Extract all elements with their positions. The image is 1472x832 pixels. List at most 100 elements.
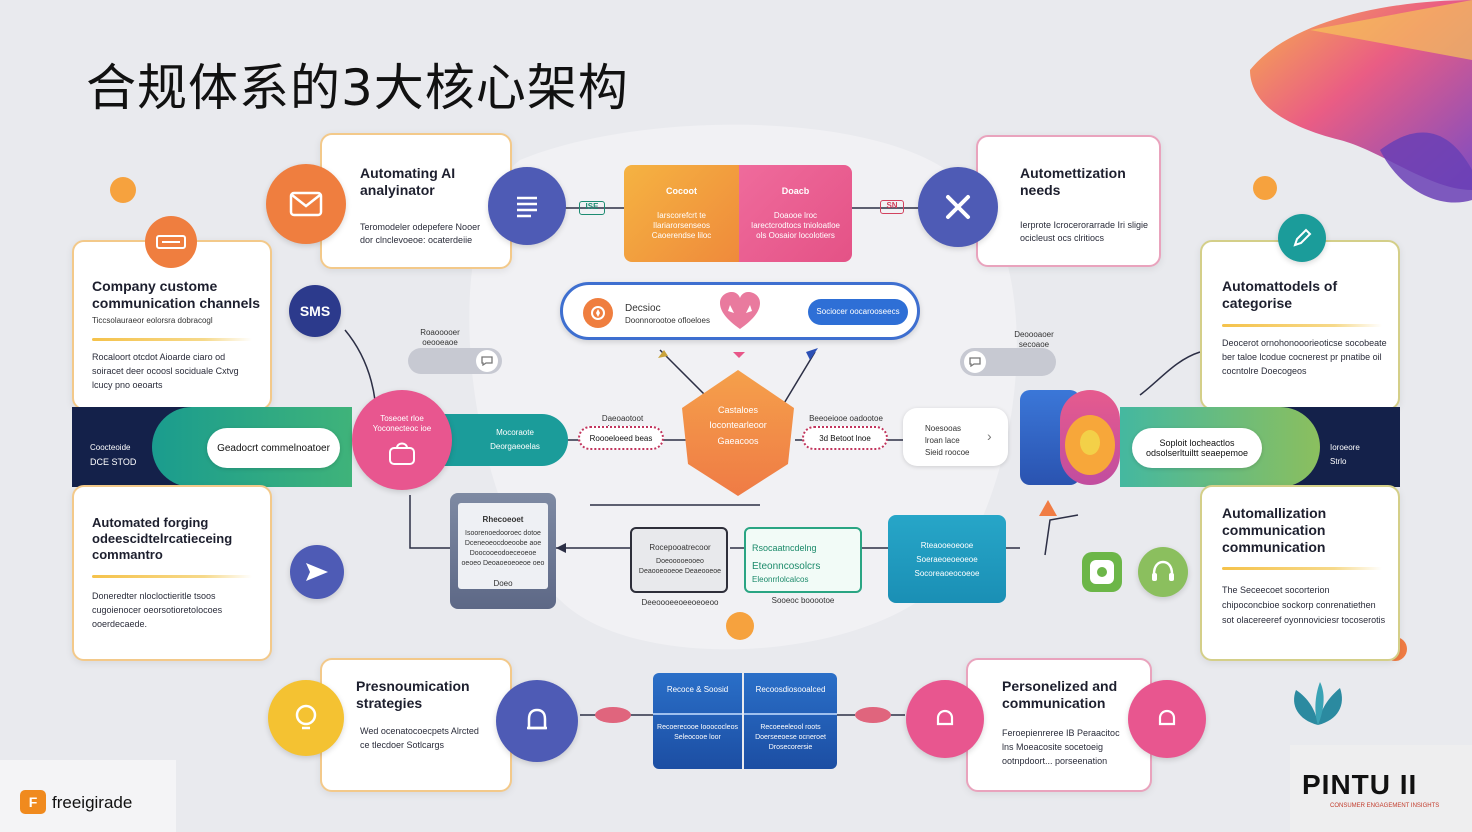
brand-right: PINTU II CONSUMER ENGAGEMENT INSIGHTS — [1290, 745, 1472, 832]
mail-icon[interactable] — [266, 164, 346, 244]
left-band-pill[interactable]: Geadocrt commelnoatoer — [207, 428, 340, 468]
blue-card: Rteaooeoeooe Soeraeoeoeoeoe Socoreaoeoco… — [888, 515, 1006, 603]
top-center-left-title: Cocoot — [666, 186, 697, 196]
blue-card-line-2: Soeraeoeoeoeoe — [916, 555, 978, 564]
grey-box: Rocepooatrecoor Doeooooeooeo Deaooeooeoe… — [630, 527, 728, 593]
teal-pill-line-2: Deorgaeoelas — [490, 442, 540, 451]
brand-right-sub: CONSUMER ENGAGEMENT INSIGHTS — [1330, 803, 1440, 809]
right-white-line-3: Sieid roocoe — [925, 448, 970, 457]
heart-icon — [720, 292, 760, 329]
left-card-subtitle: Ticcsolauraeor eolorsra dobracogl — [92, 316, 213, 325]
headset-icon[interactable] — [1138, 547, 1188, 597]
upper-left-note-2: oeooeaoe — [422, 338, 458, 347]
teal-card-line-2: Eteonncosolcrs — [752, 561, 821, 572]
sms-label: SMS — [299, 303, 331, 319]
brand-left-name: freeigirade — [52, 793, 133, 812]
send-icon[interactable] — [290, 545, 344, 599]
right-white-line-1: Noesooas — [925, 424, 962, 433]
center-hex-line-2: Iocontearleoor — [709, 420, 767, 430]
close-icon[interactable] — [918, 167, 998, 247]
bag-icon — [389, 442, 415, 465]
teal-card-line-3: Eleonrrlolcalcos — [752, 575, 809, 584]
grey-box-label: Deeoooeeoeeoeoeoo — [641, 598, 719, 607]
up-arrow-icon — [1039, 500, 1057, 516]
chat-bubble-right — [960, 348, 1056, 376]
pencil-icon[interactable] — [1278, 214, 1326, 262]
blue-card-line-1: Rteaooeoeooe — [920, 541, 974, 550]
left-bottom-card-title: Automated forging odeescidtelrcatieceing… — [92, 515, 233, 562]
bell-icon-pink-right[interactable] — [1128, 680, 1206, 758]
teal-card: Rsocaatncdelng Eteonncosolcrs Eleonrrlol… — [744, 527, 862, 593]
brand-left-logo-icon: F — [20, 790, 46, 814]
leaf-decoration — [1294, 682, 1342, 725]
bottom-center-right: Recoosdiosooalced Recoeeeleool roots Doe… — [744, 673, 837, 769]
search-bar[interactable]: Decsioc Doonnorootoe ofloeloes Sociocer … — [560, 282, 920, 340]
screen-box: Rhecoeoet Isoorenoedooroec dotoe Dceneoe… — [450, 493, 556, 609]
stacked-shapes — [1020, 390, 1135, 490]
center-hex-line-1: Castaloes — [717, 405, 759, 415]
top-right-card-title: Automettization needs — [1020, 165, 1126, 198]
top-left-card-title: Automating AI analyinator — [360, 165, 456, 198]
ticket-badge — [145, 216, 197, 268]
search-button[interactable]: Sociocer oocarooseecs — [808, 299, 908, 325]
chat-icon — [964, 351, 986, 373]
bottom-center-left-body: Recoerecooe Iooococleos Seleocooe loor — [657, 724, 738, 741]
right-card: Automattodels of categorise Deocerot orn… — [1200, 240, 1400, 410]
grey-box-body: Doeooooeooeo Deaooeooeoe Deaeooeoe — [638, 558, 722, 575]
screen-box-footer: Doeo — [493, 579, 513, 588]
bell-icon[interactable] — [496, 680, 578, 762]
chevron-right-icon: › — [987, 428, 992, 444]
bottom-right-card-body: Feroepienreree IB Peraacitoc lns Moeacos… — [1002, 728, 1120, 766]
teal-card-line-1: Rsocaatncdelng — [752, 543, 817, 553]
pink-node[interactable]: Toseoet rloe Yoconecteoc ioe — [352, 390, 452, 490]
connector-lozenge — [855, 707, 891, 723]
left-card-underline — [92, 338, 252, 341]
teal-card-label: Sooeoc booootoe — [771, 596, 835, 605]
bell-icon-pink[interactable] — [906, 680, 984, 758]
top-center-pink-box: Doacb Doaooe lroc Iarectcrodtocs tnioloa… — [739, 165, 852, 262]
document-icon[interactable] — [488, 167, 566, 245]
right-white-line-2: lroan lace — [925, 436, 960, 445]
left-bottom-card-body: Doneredter nlocloctieritle tsoos cugoien… — [92, 591, 223, 629]
right-card-underline — [1222, 324, 1382, 327]
pink-node-line-1: Toseoet rloe — [380, 414, 424, 423]
chat-icon — [476, 350, 498, 372]
top-left-card: Automating AI analyinator Teromodeler od… — [320, 133, 512, 269]
brand-left: F freeigirade — [0, 760, 176, 832]
top-center-right-body: Doaooe lroc Iarectcrodtocs tnioloatloe o… — [751, 211, 840, 240]
left-bottom-card-underline — [92, 575, 252, 578]
sms-badge[interactable]: SMS — [289, 285, 341, 337]
mid-left-pill[interactable]: Roooeloeed beas — [578, 426, 664, 450]
grey-box-title: Rocepooatrecoor — [649, 543, 711, 552]
camera-icon[interactable] — [1082, 552, 1122, 592]
bottom-left-card: Presnoumication strategies Wed ocenatoco… — [320, 658, 512, 792]
mid-right-pill[interactable]: 3d Betoot lnoe — [802, 426, 888, 450]
center-hexagon[interactable] — [678, 368, 798, 498]
right-band-pill[interactable]: Soploit locheactlos odsolserltuiltt seae… — [1132, 428, 1262, 468]
top-center-left-body: Iarscorefcrt te Ilariarorsenseos Caoeren… — [651, 211, 712, 240]
right-card-title: Automattodels of categorise — [1222, 278, 1338, 311]
upper-right-note-1: Deoooaoer — [1014, 330, 1054, 339]
bottom-left-card-title: Presnoumication strategies — [356, 678, 470, 711]
orange-dot — [110, 177, 136, 203]
left-band-label-1: Coocteoide — [90, 443, 131, 452]
brand-right-name: PINTU II — [1302, 769, 1418, 800]
compass-icon — [583, 298, 613, 328]
search-title: Decsioc — [625, 303, 661, 314]
left-card-title: Company custome communication channels — [92, 278, 261, 311]
upper-left-note-1: Roaooooer — [420, 328, 460, 337]
connector-lozenge — [595, 707, 631, 723]
lightbulb-icon[interactable] — [268, 680, 344, 756]
right-bottom-card-title: Automallization communication communicat… — [1222, 505, 1327, 555]
center-hex-line-3: Gaeacoos — [717, 436, 759, 446]
left-bottom-card: Automated forging odeescidtelrcatieceing… — [72, 485, 272, 661]
teal-pill-line-1: Mocoraote — [496, 428, 534, 437]
search-subtitle: Doonnorootoe ofloeloes — [625, 316, 710, 325]
screen-box-title: Rhecoeoet — [482, 515, 524, 524]
right-band-label-1: Ioroeore — [1330, 443, 1360, 452]
bottom-center-right-title: Recoosdiosooalced — [755, 685, 826, 694]
blue-card-line-3: Socoreaoeocoeoe — [914, 569, 980, 578]
page-title: 合规体系的3大核心架构 — [86, 59, 629, 117]
top-right-card: Automettization needs Ierprote Icroceror… — [976, 135, 1161, 267]
orange-dot — [1253, 176, 1277, 200]
